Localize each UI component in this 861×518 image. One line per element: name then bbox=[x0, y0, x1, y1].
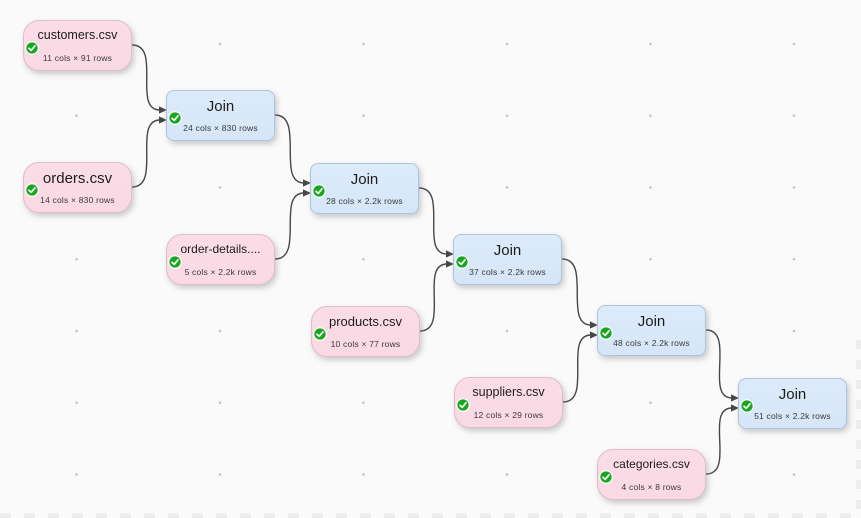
check-ok-icon bbox=[456, 398, 470, 412]
flow-node-join1[interactable]: Join 24 cols × 830 rows bbox=[166, 90, 275, 141]
node-stats: 37 cols × 2.2k rows bbox=[469, 267, 546, 277]
edge-join1-to-join2 bbox=[274, 114, 305, 184]
node-stats: 4 cols × 8 rows bbox=[621, 482, 682, 492]
flow-node-join4[interactable]: Join 48 cols × 2.2k rows bbox=[597, 305, 706, 356]
node-title: Join bbox=[493, 242, 522, 259]
edge-suppliers-to-join4 bbox=[562, 334, 592, 403]
check-ok-icon bbox=[168, 111, 182, 125]
node-title: Join bbox=[206, 98, 235, 115]
flow-node-order_details[interactable]: order-details.... 5 cols × 2.2k rows bbox=[166, 234, 275, 285]
node-stats: 24 cols × 830 rows bbox=[183, 123, 258, 133]
edge-join3-to-join4 bbox=[561, 258, 592, 326]
node-title: Join bbox=[778, 386, 807, 403]
node-title: Join bbox=[637, 313, 666, 330]
edge-join2-to-join3 bbox=[418, 187, 448, 255]
check-ok-icon bbox=[455, 255, 469, 269]
flow-node-orders[interactable]: orders.csv 14 cols × 830 rows bbox=[23, 162, 132, 213]
check-ok-icon bbox=[599, 470, 613, 484]
edge-join4-to-join5 bbox=[705, 329, 733, 399]
node-title: order-details.... bbox=[180, 242, 261, 256]
check-ok-icon bbox=[25, 41, 39, 55]
node-title: suppliers.csv bbox=[472, 385, 545, 399]
node-stats: 12 cols × 29 rows bbox=[473, 410, 544, 420]
check-ok-icon bbox=[168, 255, 182, 269]
check-ok-icon bbox=[25, 183, 39, 197]
flow-node-suppliers[interactable]: suppliers.csv 12 cols × 29 rows bbox=[454, 377, 563, 428]
torn-edge-right bbox=[856, 340, 861, 518]
node-stats: 11 cols × 91 rows bbox=[42, 53, 113, 63]
node-stats: 10 cols × 77 rows bbox=[330, 339, 401, 349]
node-stats: 28 cols × 2.2k rows bbox=[326, 196, 403, 206]
flow-node-customers[interactable]: customers.csv 11 cols × 91 rows bbox=[23, 20, 132, 71]
flow-node-join2[interactable]: Join 28 cols × 2.2k rows bbox=[310, 163, 419, 214]
node-title: Join bbox=[350, 171, 379, 188]
node-stats: 48 cols × 2.2k rows bbox=[613, 338, 690, 348]
edge-orders-to-join1 bbox=[131, 119, 161, 188]
check-ok-icon bbox=[599, 326, 613, 340]
edge-categories-to-join5 bbox=[705, 407, 733, 475]
node-stats: 14 cols × 830 rows bbox=[40, 195, 115, 205]
torn-edge-bottom bbox=[0, 513, 861, 518]
node-stats: 51 cols × 2.2k rows bbox=[754, 411, 831, 421]
edge-order_details-to-join2 bbox=[274, 192, 305, 260]
flow-node-products[interactable]: products.csv 10 cols × 77 rows bbox=[311, 306, 420, 357]
edge-products-to-join3 bbox=[419, 263, 448, 332]
check-ok-icon bbox=[312, 184, 326, 198]
node-title: customers.csv bbox=[37, 28, 118, 42]
flow-node-join5[interactable]: Join 51 cols × 2.2k rows bbox=[738, 378, 847, 429]
node-title: categories.csv bbox=[613, 457, 690, 471]
edge-customers-to-join1 bbox=[131, 44, 161, 111]
node-stats: 5 cols × 2.2k rows bbox=[184, 267, 257, 277]
flow-node-join3[interactable]: Join 37 cols × 2.2k rows bbox=[453, 234, 562, 285]
check-ok-icon bbox=[313, 327, 327, 341]
check-ok-icon bbox=[740, 399, 754, 413]
node-title: orders.csv bbox=[42, 170, 113, 187]
node-title: products.csv bbox=[329, 314, 402, 329]
flow-node-categories[interactable]: categories.csv 4 cols × 8 rows bbox=[597, 449, 706, 500]
